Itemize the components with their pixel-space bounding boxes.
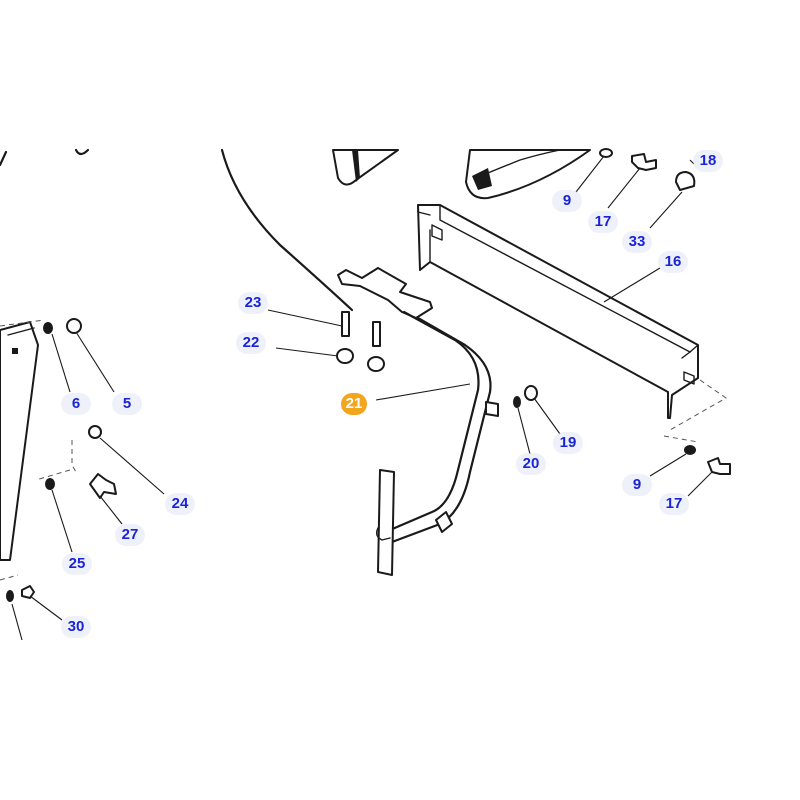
leader-30 [29,595,63,621]
top-shield-fragment [332,149,399,186]
leader-30b [11,603,23,641]
callout-33[interactable]: 33 [622,231,652,253]
channel-bracket [417,204,699,419]
washer-6 [43,322,53,334]
bolt-17-right [707,457,731,475]
callout-24[interactable]: 24 [165,493,195,515]
washer-9-right [684,445,696,455]
washer-30 [6,590,14,602]
dash-bracket-right [669,379,727,431]
wing-nut-27 [89,473,117,499]
washer-9-top [599,148,613,158]
dash-left-2 [71,440,77,473]
washer-25 [45,478,55,490]
callout-18[interactable]: 18 [693,150,723,172]
callout-5[interactable]: 5 [112,393,142,415]
nut-19 [524,385,538,401]
leader-27 [99,495,123,525]
leader-6 [51,333,71,393]
bolt-30 [21,585,35,599]
nut-22 [336,348,354,364]
leader-17a [607,167,641,209]
callout-9-top[interactable]: 9 [552,190,582,212]
leader-24 [99,437,165,495]
washer-20 [513,396,521,408]
nut-5 [66,318,82,334]
callout-25[interactable]: 25 [62,553,92,575]
leader-23 [267,309,343,327]
bolt-17-top [631,153,657,171]
pedal-arm [337,267,499,576]
cap-nut-33 [675,171,696,191]
nut-24 [88,425,102,439]
leader-33 [649,191,683,229]
leader-9a [575,155,605,193]
housing-inner [475,149,561,179]
callout-19[interactable]: 19 [553,432,583,454]
leader-5 [75,331,115,393]
leader-22 [275,347,339,357]
callout-20[interactable]: 20 [516,453,546,475]
hood-outline [220,148,354,312]
leader-25 [51,489,73,553]
callout-23[interactable]: 23 [238,292,268,314]
callout-21[interactable]: 21 [341,393,367,415]
stud-23 [341,311,350,337]
left-top-fragment [0,150,8,167]
callout-30[interactable]: 30 [61,616,91,638]
left-plate [0,321,39,561]
callout-22[interactable]: 22 [236,332,266,354]
top-right-housing [465,149,591,200]
callout-6[interactable]: 6 [61,393,91,415]
dash-left-1 [0,319,45,327]
leader-17b [687,471,713,497]
callout-17-right[interactable]: 17 [659,493,689,515]
dash-bracket-lower [663,435,699,443]
leader-21 [375,383,471,401]
callout-9-right[interactable]: 9 [622,474,652,496]
nut-22b [367,356,385,372]
left-top-clip [74,148,90,156]
callout-27[interactable]: 27 [115,524,145,546]
leader-19 [533,397,561,435]
dash-left-3 [35,469,71,481]
top-shield-shadow [352,150,360,182]
leader-20 [517,407,531,455]
callout-17-top[interactable]: 17 [588,211,618,233]
leader-9b [649,453,687,477]
callout-16[interactable]: 16 [658,251,688,273]
housing-shadow [472,168,492,190]
dash-left-4 [0,574,19,581]
leader-16 [603,267,661,303]
stud-23b [372,321,381,347]
